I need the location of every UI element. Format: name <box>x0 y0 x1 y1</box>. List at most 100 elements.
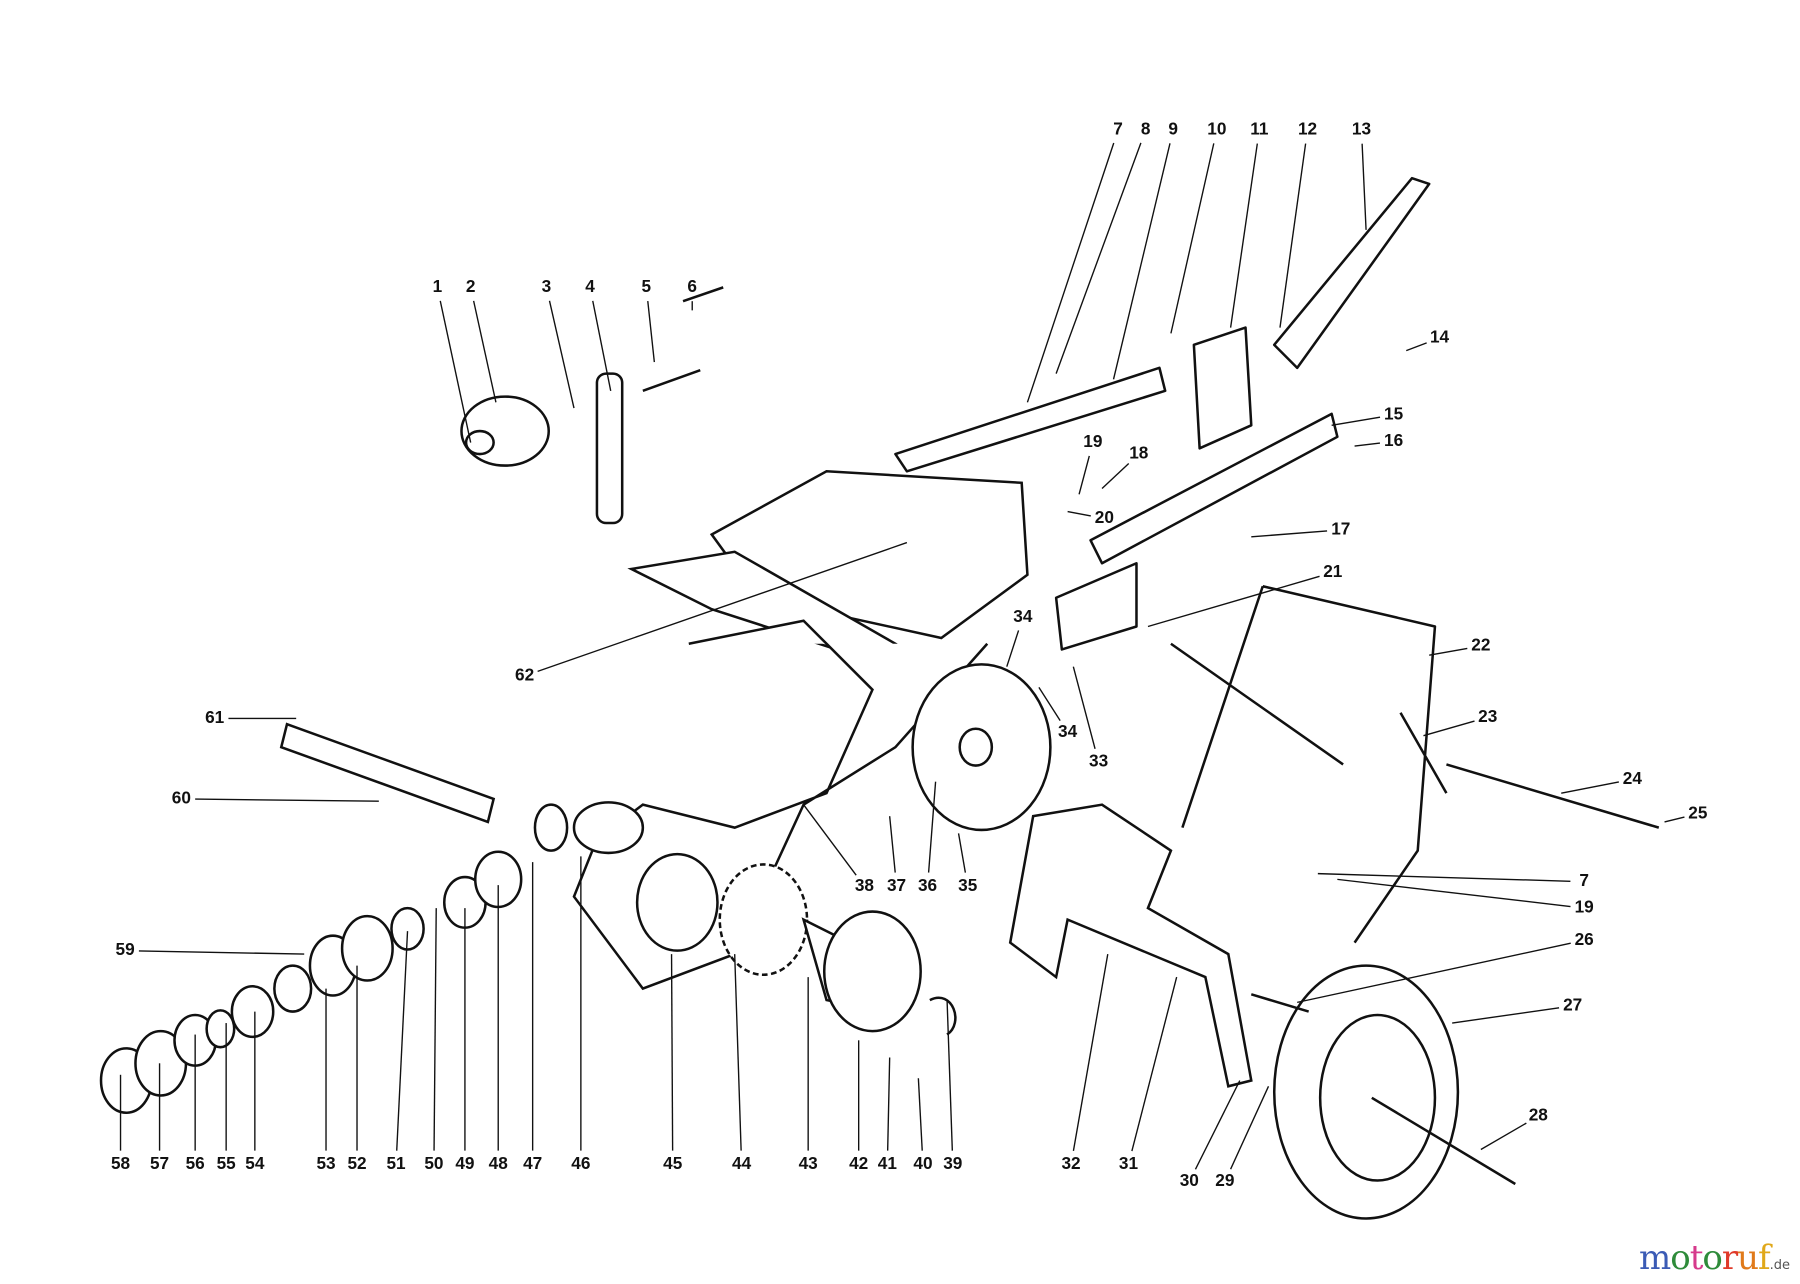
part-label-28: 28 <box>1529 1105 1549 1125</box>
leader-lines <box>119 142 1685 1170</box>
leader-line-35 <box>957 833 967 873</box>
gear-train-parts <box>99 803 957 1114</box>
leader-line-45 <box>670 954 674 1151</box>
leader-line-1 <box>439 300 472 443</box>
part-label-40: 40 <box>913 1153 932 1173</box>
part-label-7: 7 <box>1579 870 1589 890</box>
part-label-10: 10 <box>1207 118 1226 138</box>
part-label-29: 29 <box>1215 1170 1234 1190</box>
leader-line-15 <box>1331 416 1381 426</box>
leader-line-2 <box>472 300 497 403</box>
watermark-letter: r <box>1721 1238 1738 1278</box>
part-label-16: 16 <box>1384 430 1403 450</box>
part-label-9: 9 <box>1168 118 1178 138</box>
part-label-27: 27 <box>1563 994 1582 1014</box>
pulley <box>460 395 550 467</box>
part-label-6: 6 <box>687 276 697 296</box>
watermark-text: motoruf <box>1639 1238 1771 1278</box>
drum-hub <box>958 727 994 767</box>
leader-line-10 <box>1170 143 1215 334</box>
part-label-49: 49 <box>455 1153 474 1173</box>
leader-line-9 <box>1112 143 1171 380</box>
part-label-18: 18 <box>1129 443 1149 463</box>
leader-line-7 <box>1317 872 1571 882</box>
part-label-57: 57 <box>150 1153 169 1173</box>
handle-bar-left <box>894 366 1167 473</box>
leader-line-5 <box>647 301 656 363</box>
part-label-8: 8 <box>1141 118 1151 138</box>
part-label-46: 46 <box>571 1153 590 1173</box>
wheel-27 <box>1272 964 1460 1220</box>
leader-line-20 <box>1067 510 1091 517</box>
part-label-33: 33 <box>1089 751 1108 771</box>
leader-line-18 <box>1101 462 1130 490</box>
part-label-51: 51 <box>386 1153 406 1173</box>
part-label-47: 47 <box>523 1153 542 1173</box>
part-label-13: 13 <box>1352 118 1371 138</box>
leader-line-13 <box>1361 143 1367 230</box>
leader-line-19 <box>1337 878 1571 908</box>
idler-arm <box>595 372 624 525</box>
part-label-14: 14 <box>1430 326 1450 346</box>
part-label-20: 20 <box>1095 507 1114 527</box>
part-label-42: 42 <box>849 1153 868 1173</box>
tine-shield-frame <box>1170 585 1448 944</box>
leader-line-21 <box>1147 575 1320 628</box>
part-label-7: 7 <box>1113 118 1123 138</box>
bracket <box>1192 326 1253 450</box>
handle-upper <box>1272 176 1431 370</box>
watermark-letter: u <box>1737 1238 1759 1278</box>
part-label-59: 59 <box>116 939 135 959</box>
axle-rod-24 <box>1446 763 1660 829</box>
part-label-56: 56 <box>186 1153 205 1173</box>
leader-line-44 <box>734 954 742 1151</box>
wheel-rim <box>1318 1013 1437 1182</box>
bolt-26 <box>1250 993 1310 1013</box>
leader-line-28 <box>1480 1122 1527 1151</box>
part-label-52: 52 <box>347 1153 366 1173</box>
leader-line-17 <box>1251 530 1328 538</box>
leader-line-40 <box>917 1078 923 1151</box>
pulley-hub <box>464 429 495 456</box>
part-label-12: 12 <box>1298 118 1317 138</box>
drum-35 <box>911 663 1052 832</box>
axle-shaft-61 <box>279 722 496 824</box>
leader-line-37 <box>888 816 896 873</box>
part-label-26: 26 <box>1575 929 1594 949</box>
part-label-31: 31 <box>1119 1153 1139 1173</box>
leader-line-51 <box>396 931 409 1151</box>
watermark-suffix: .de <box>1769 1258 1790 1273</box>
watermark-letter: t <box>1689 1238 1704 1278</box>
part-label-39: 39 <box>943 1153 962 1173</box>
part-label-35: 35 <box>958 875 978 895</box>
leader-line-29 <box>1229 1085 1270 1170</box>
part-label-54: 54 <box>245 1153 265 1173</box>
leader-line-19 <box>1078 455 1090 495</box>
part-label-19: 19 <box>1083 431 1102 451</box>
leader-line-22 <box>1429 647 1468 656</box>
wheel-bolt-28 <box>1371 1096 1516 1186</box>
part-label-53: 53 <box>316 1153 335 1173</box>
leader-line-34 <box>1006 630 1020 667</box>
leader-line-12 <box>1279 143 1307 328</box>
part-label-45: 45 <box>663 1153 683 1173</box>
part-label-43: 43 <box>799 1153 818 1173</box>
part-label-30: 30 <box>1180 1170 1199 1190</box>
leader-line-33 <box>1072 666 1096 749</box>
part-label-55: 55 <box>217 1153 237 1173</box>
part-label-22: 22 <box>1471 635 1490 655</box>
leader-line-30 <box>1194 1080 1241 1170</box>
watermark-letter: o <box>1670 1238 1691 1278</box>
part-label-50: 50 <box>424 1153 443 1173</box>
part-label-61: 61 <box>205 707 225 727</box>
part-label-34: 34 <box>1013 606 1033 626</box>
leader-line-60 <box>195 798 379 802</box>
part-label-3: 3 <box>542 276 552 296</box>
leader-line-11 <box>1229 143 1259 328</box>
part-label-15: 15 <box>1384 404 1404 424</box>
part-label-38: 38 <box>855 875 875 895</box>
leader-line-32 <box>1072 953 1109 1151</box>
leader-line-34 <box>1038 687 1061 721</box>
leader-line-27 <box>1452 1007 1560 1024</box>
